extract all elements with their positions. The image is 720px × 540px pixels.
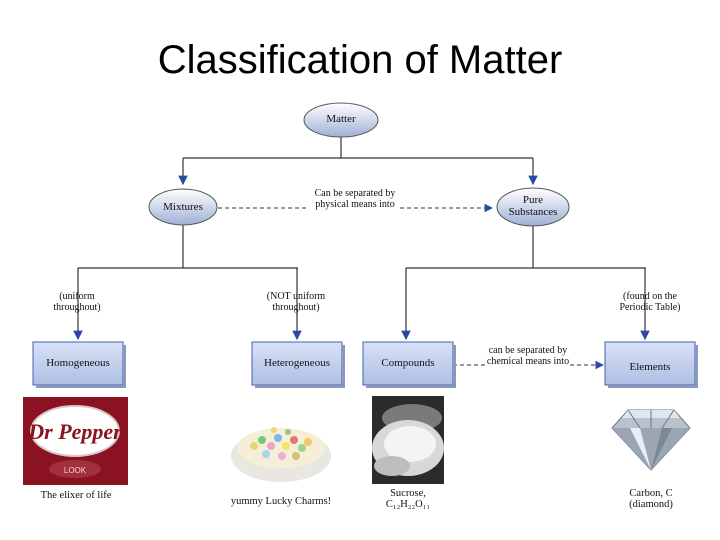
mixtures-node: Mixtures: [163, 201, 203, 213]
chemical-separation-note: can be separated by chemical means into: [486, 345, 570, 367]
not-uniform-note: (NOT uniform throughout): [266, 291, 326, 313]
sucrose-image: [372, 396, 444, 484]
compounds-node: Compounds: [381, 357, 435, 369]
compounds-box: [362, 341, 454, 386]
elements-box: [604, 341, 696, 386]
homogeneous-node: Homogeneous: [46, 357, 110, 369]
page-title: Classification of Matter: [157, 38, 563, 82]
box-shadows: [36, 345, 698, 388]
pure-substances-oval: [496, 187, 570, 227]
pure-substances-node: Pure Substances: [508, 194, 558, 218]
periodic-table-note: (found on the Periodic Table): [619, 291, 681, 313]
drpepper-image: Dr Pepper LOOK: [23, 397, 128, 485]
physical-separation-note: Can be separated by physical means into: [314, 188, 396, 210]
drpepper-logo-text: Dr Pepper: [27, 419, 122, 444]
oval-nodes: [148, 102, 570, 227]
matter-node: Matter: [326, 113, 356, 125]
lucky-charms-image: [226, 396, 336, 490]
heterogeneous-box: [251, 341, 343, 386]
connector-lines: [73, 137, 650, 341]
uniform-note: (uniform throughout): [53, 291, 101, 313]
elements-node: Elements: [629, 361, 671, 373]
mixtures-oval: [148, 188, 218, 226]
matter-oval: [303, 102, 379, 138]
drpepper-caption: The elixer of life: [40, 490, 112, 501]
diamond-image: [610, 396, 692, 474]
box-nodes: [32, 341, 696, 386]
dashed-arrows: [218, 203, 605, 370]
lucky-charms-caption: yummy Lucky Charms!: [230, 496, 332, 507]
sucrose-caption: Sucrose, C₁₂H₂₂O₁₁: [385, 488, 431, 511]
heterogeneous-node: Heterogeneous: [264, 357, 330, 369]
drpepper-small-text: LOOK: [64, 466, 87, 475]
diamond-caption: Carbon, C (diamond): [629, 488, 673, 511]
